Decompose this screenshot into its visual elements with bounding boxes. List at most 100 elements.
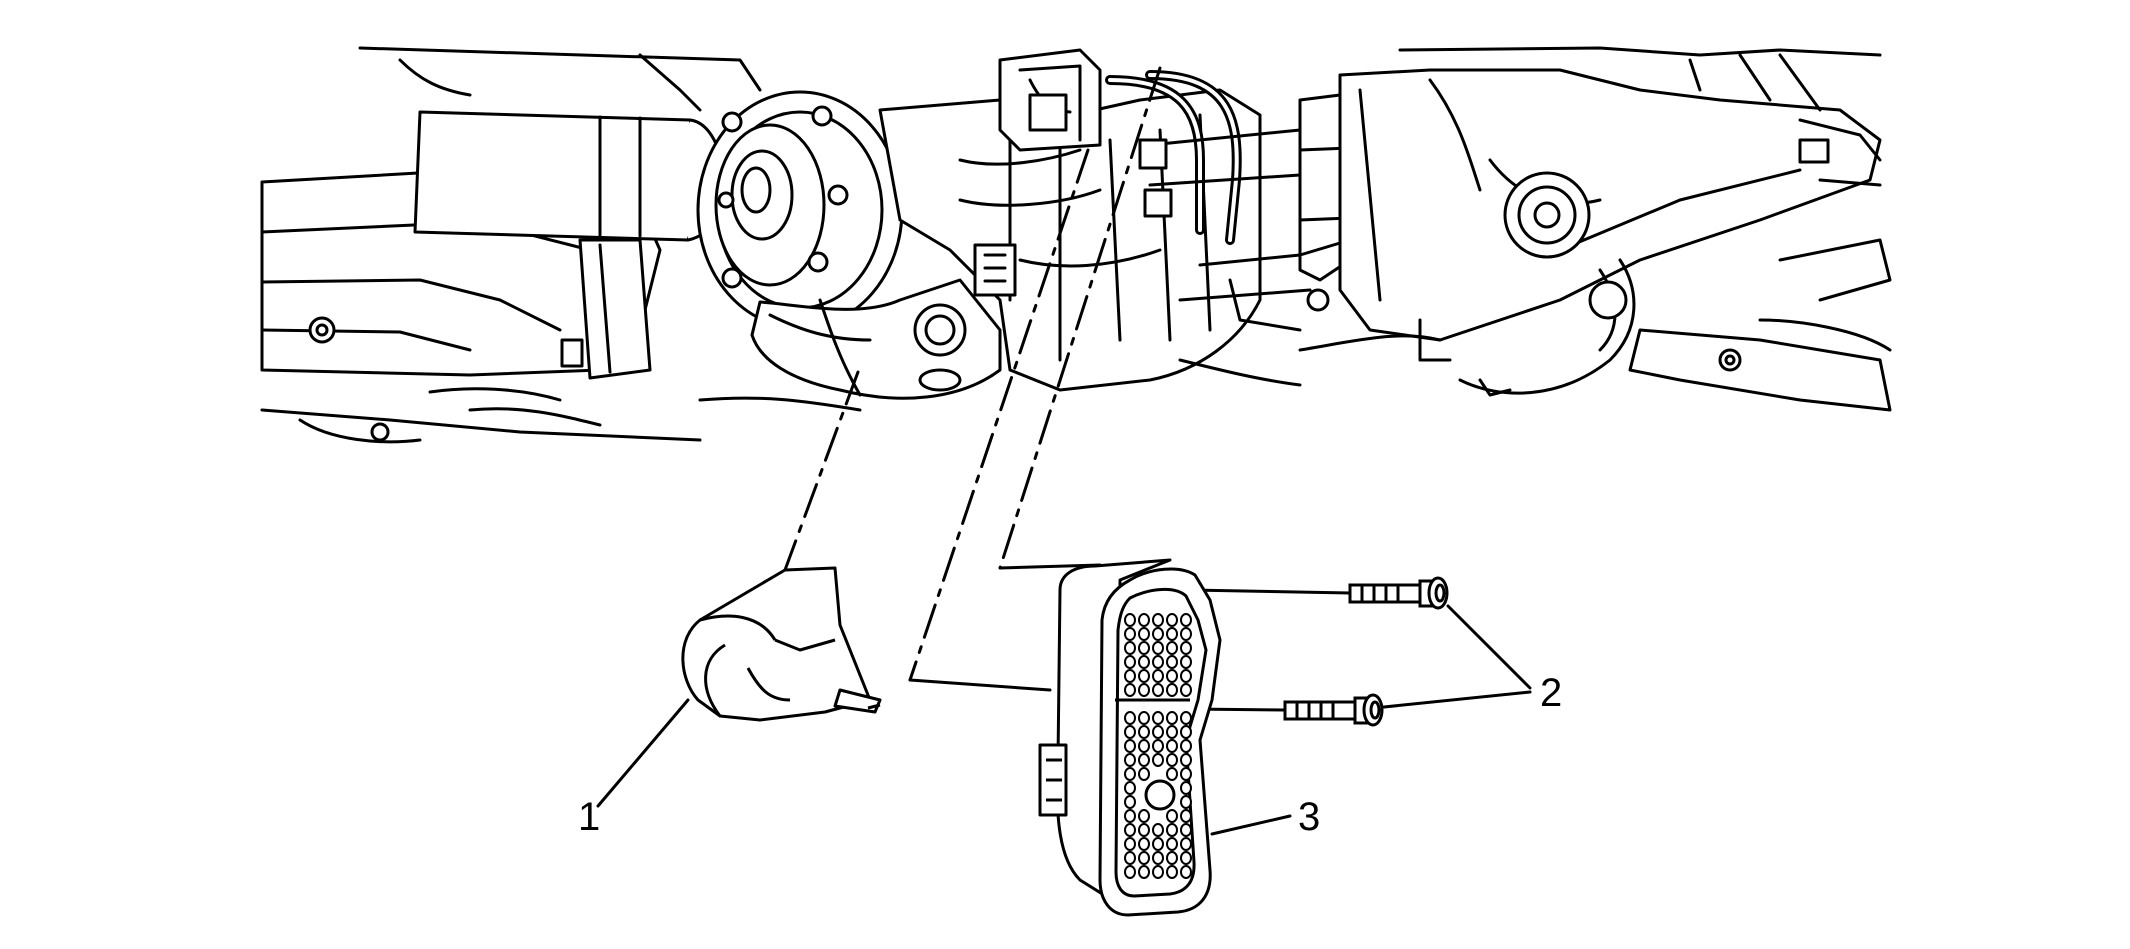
- right-body-panel: [1628, 328, 1892, 412]
- screen-hole: [1180, 669, 1192, 683]
- screen-hole: [1152, 739, 1164, 753]
- screen-hole: [1166, 851, 1178, 865]
- screen-hole: [1180, 781, 1192, 795]
- screen-hole: [1152, 851, 1164, 865]
- screen-hole: [1138, 851, 1150, 865]
- screen-hole: [1124, 725, 1136, 739]
- rear-crossmember: [1338, 68, 1882, 342]
- bolt-lower: [1283, 693, 1384, 727]
- screen-hole: [1152, 613, 1164, 627]
- screen-hole: [1166, 739, 1178, 753]
- screen-hole: [1152, 865, 1164, 879]
- driveshaft-flange: [696, 90, 904, 330]
- screen-hole: [1166, 753, 1178, 767]
- screen-hole: [1180, 809, 1192, 823]
- screen-hole: [1124, 823, 1136, 837]
- screen-hole: [1180, 725, 1192, 739]
- callout-label-1: 1: [578, 795, 600, 839]
- screen-hole: [1180, 795, 1192, 809]
- screen-hole: [1152, 725, 1164, 739]
- screen-hole: [1124, 739, 1136, 753]
- screen-hole: [1124, 753, 1136, 767]
- screen-hole: [1124, 795, 1136, 809]
- screen-hole: [1180, 837, 1192, 851]
- screen-hole: [1138, 683, 1150, 697]
- screen-hole: [1138, 725, 1150, 739]
- screen-hole: [1152, 837, 1164, 851]
- callout-leader-3: [1210, 814, 1292, 836]
- heat-shield-part: [681, 566, 882, 722]
- screen-hole: [1124, 865, 1136, 879]
- screen-hole: [1124, 627, 1136, 641]
- screen-hole: [1180, 753, 1192, 767]
- screen-hole: [1180, 823, 1192, 837]
- crossmember: [578, 238, 652, 380]
- screen-hole: [1138, 711, 1150, 725]
- screen-hole: [1166, 655, 1178, 669]
- screen-hole: [1138, 739, 1150, 753]
- screen-hole: [1166, 837, 1178, 851]
- screen-hole: [1124, 781, 1136, 795]
- screen-hole: [1180, 613, 1192, 627]
- screen-hole: [1138, 837, 1150, 851]
- screen-hole: [1152, 711, 1164, 725]
- callout-label-2: 2: [1540, 671, 1562, 715]
- bolt-upper: [1348, 576, 1449, 610]
- screen-hole: [1152, 655, 1164, 669]
- screen-hole: [1166, 683, 1178, 697]
- callout-leaders: [596, 604, 1532, 836]
- screen-hole: [1166, 725, 1178, 739]
- screen-hole: [1166, 865, 1178, 879]
- screen-hole: [1166, 809, 1178, 823]
- screen-hole: [1138, 809, 1150, 823]
- screen-hole: [1138, 655, 1150, 669]
- screen-hole: [1152, 669, 1164, 683]
- screen-hole: [1138, 767, 1150, 781]
- screen-hole: [1180, 655, 1192, 669]
- screen-hole: [1138, 669, 1150, 683]
- driveshaft-tube: [413, 110, 703, 242]
- filter-screen-holes: [1124, 613, 1192, 879]
- screen-hole: [1124, 613, 1136, 627]
- screen-hole: [1166, 669, 1178, 683]
- screen-hole: [1180, 739, 1192, 753]
- screen-hole: [1124, 851, 1136, 865]
- screen-hole: [1124, 711, 1136, 725]
- screen-hole: [1166, 641, 1178, 655]
- screen-hole: [1180, 767, 1192, 781]
- screen-hole: [1180, 711, 1192, 725]
- screen-hole: [1180, 683, 1192, 697]
- callout-leader-2b: [1382, 690, 1532, 709]
- screen-hole: [1138, 641, 1150, 655]
- screen-hole: [1124, 683, 1136, 697]
- screen-hole: [1138, 753, 1150, 767]
- screen-hole: [1138, 865, 1150, 879]
- screen-hole: [1152, 753, 1164, 767]
- screen-hole: [1124, 641, 1136, 655]
- filter-connector: [1038, 743, 1068, 817]
- screen-hole: [1166, 627, 1178, 641]
- screen-hole: [1138, 823, 1150, 837]
- leader-line-shield: [783, 370, 860, 572]
- screen-hole: [1180, 851, 1192, 865]
- screen-hole: [1180, 865, 1192, 879]
- screen-hole: [1180, 641, 1192, 655]
- screen-hole: [1124, 669, 1136, 683]
- screen-hole: [1124, 837, 1136, 851]
- screen-hole: [1138, 627, 1150, 641]
- screen-hole: [1152, 641, 1164, 655]
- screen-hole: [1166, 767, 1178, 781]
- screen-hole: [1124, 809, 1136, 823]
- screen-hole: [1166, 823, 1178, 837]
- wiring-connector: [973, 243, 1017, 297]
- screen-hole: [1152, 627, 1164, 641]
- screen-hole: [1166, 613, 1178, 627]
- screen-hole: [1138, 613, 1150, 627]
- vehicle-underbody: [260, 46, 1892, 444]
- leader-line-filter-a: [908, 148, 1090, 682]
- screen-hole: [1152, 683, 1164, 697]
- screen-hole: [1166, 711, 1178, 725]
- screen-hole: [1180, 627, 1192, 641]
- screen-hole: [1152, 823, 1164, 837]
